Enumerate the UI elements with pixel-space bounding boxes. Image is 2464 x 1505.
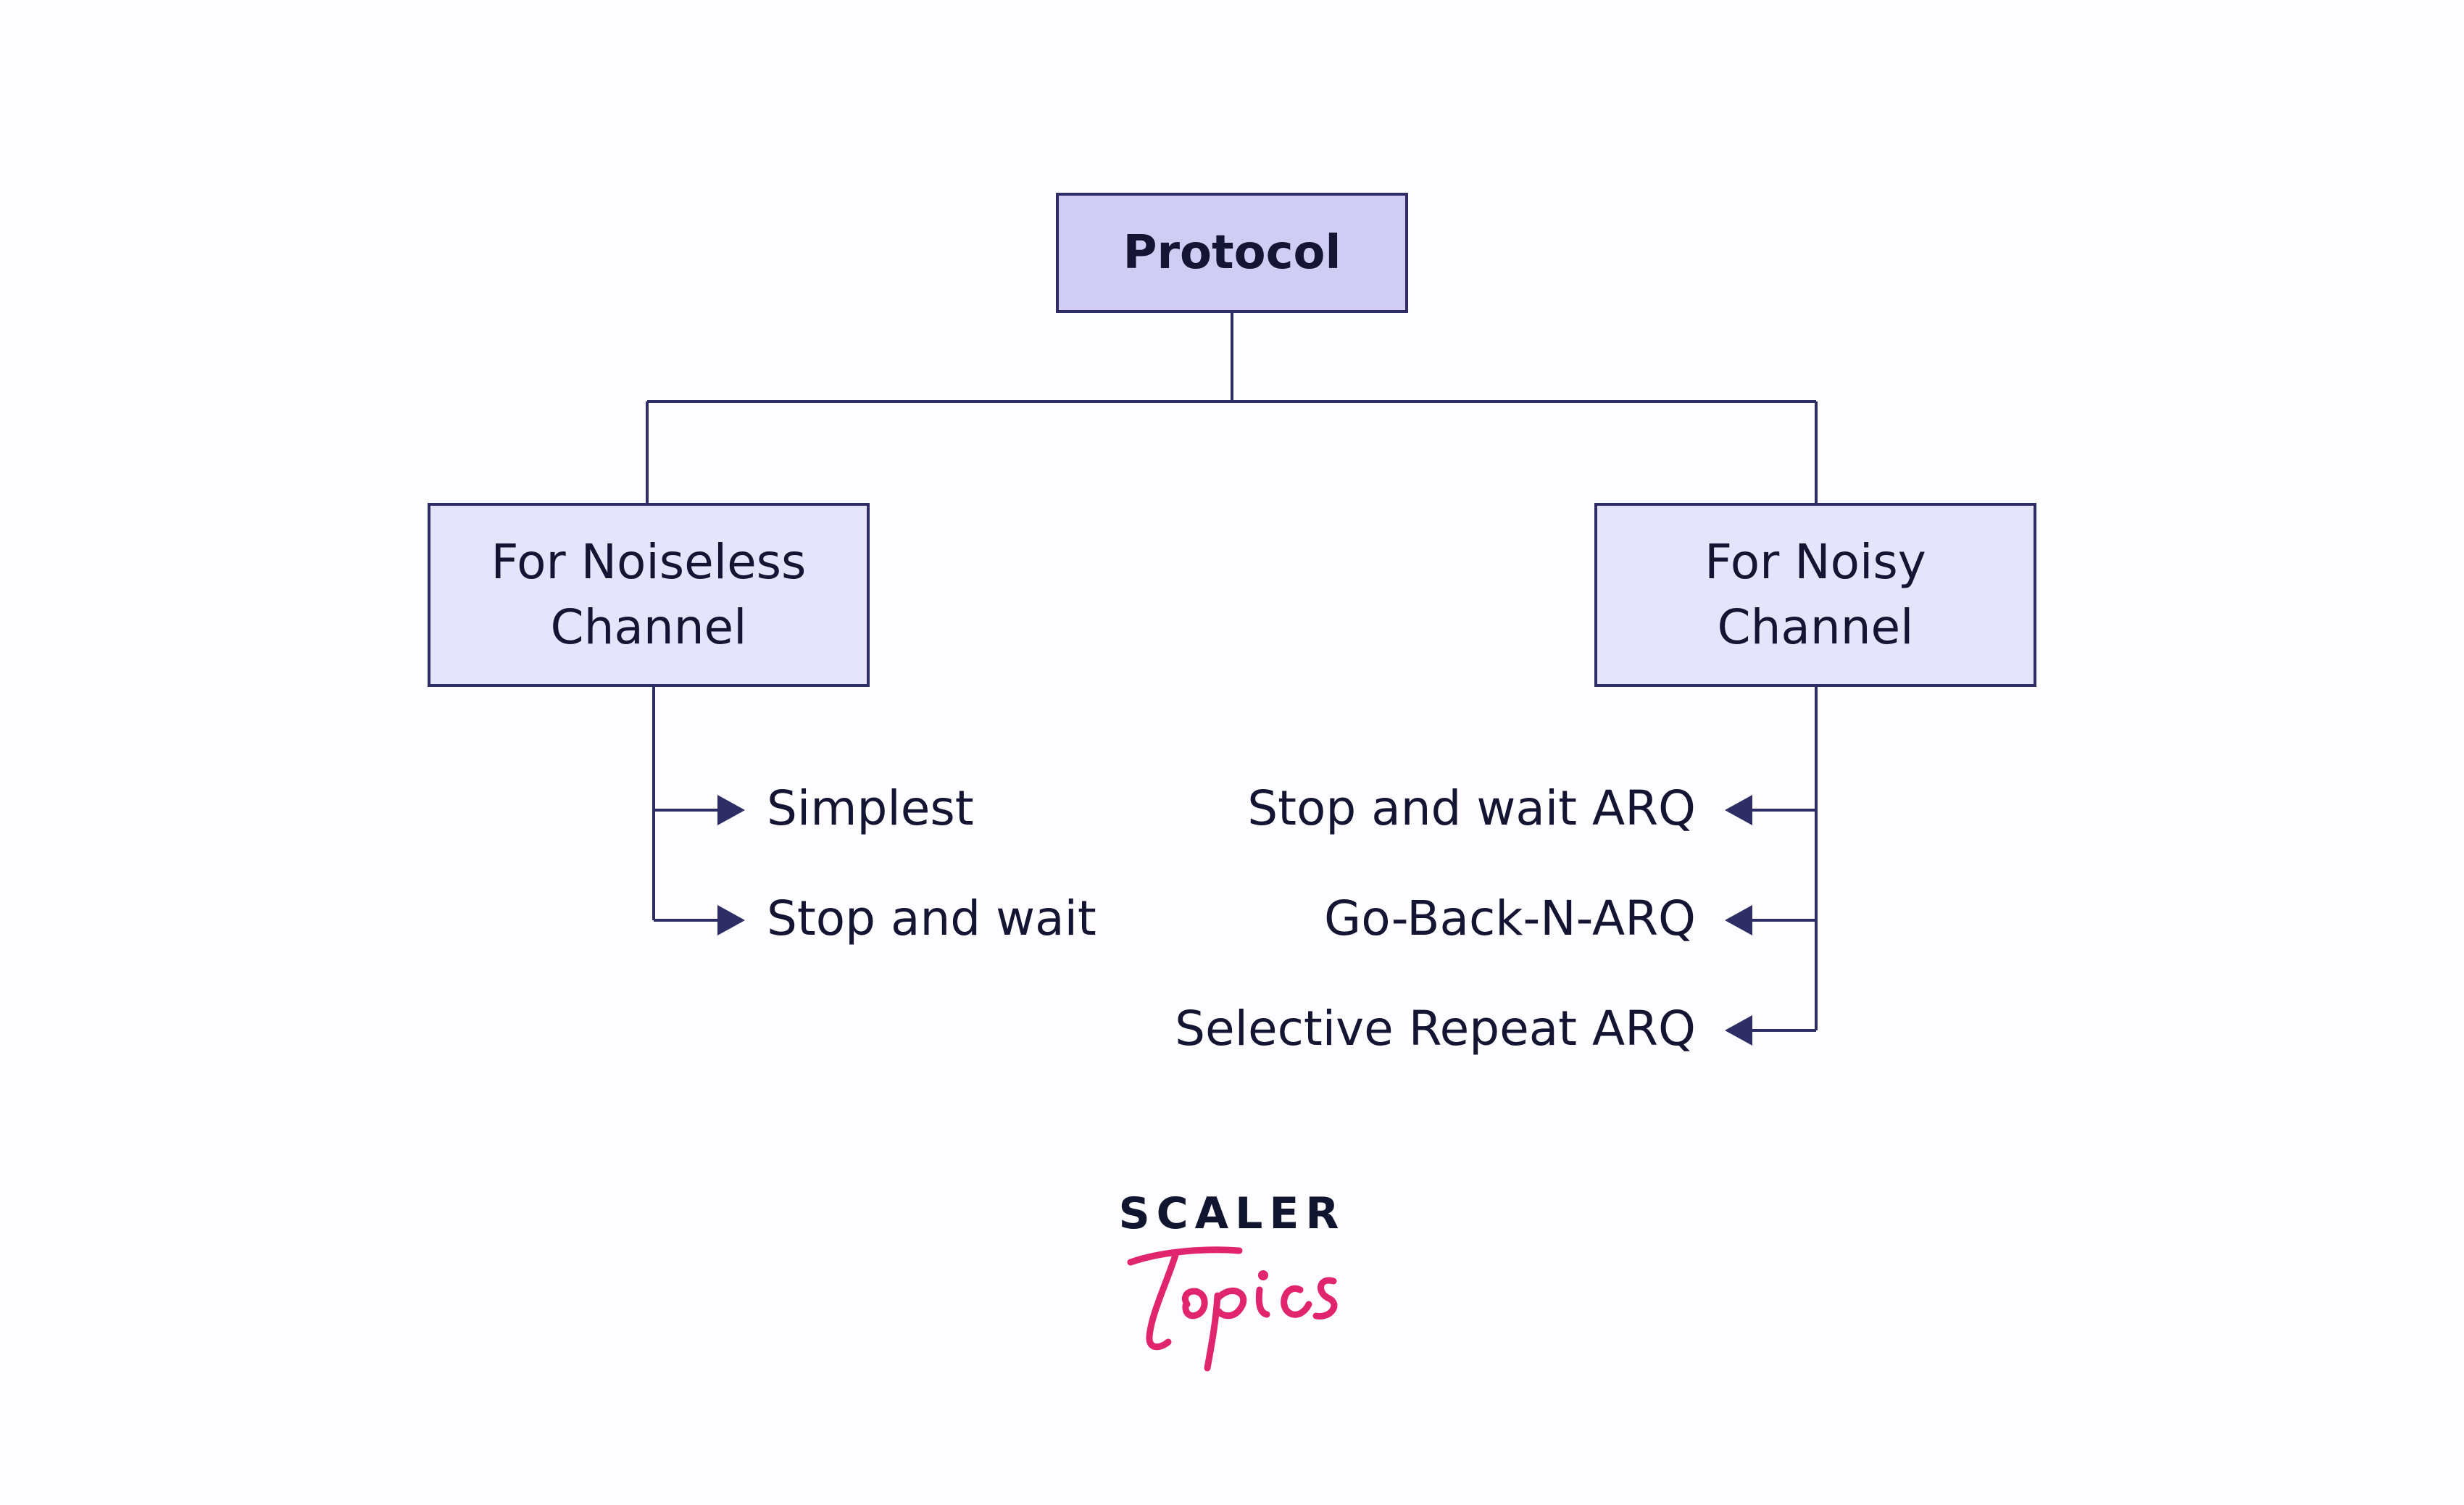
leaf-selective-repeat-arq: Selective Repeat ARQ <box>1175 1001 1696 1056</box>
noisy-channel-label-line-2: Channel <box>1717 599 1914 655</box>
leaf-go-back-n-arq: Go-Back-N-ARQ <box>1324 891 1696 946</box>
logo-topics-script <box>1127 1246 1338 1372</box>
arrowhead-left-icon <box>1725 905 1752 935</box>
leaf-stop-and-wait-arq: Stop and wait ARQ <box>1247 780 1696 836</box>
protocol-node: Protocol <box>1056 193 1408 313</box>
noiseless-channel-node: For Noiseless Channel <box>428 503 870 687</box>
logo-brand-word: SCALER <box>1118 1188 1346 1239</box>
noiseless-channel-label-line-2: Channel <box>550 599 747 655</box>
arrowhead-right-icon <box>717 795 745 825</box>
leaf-stop-and-wait: Stop and wait <box>767 891 1096 946</box>
arrowhead-right-icon <box>717 905 745 935</box>
protocol-node-label: Protocol <box>1123 226 1341 280</box>
arrowhead-left-icon <box>1725 1015 1752 1046</box>
noiseless-channel-label-line-1: For Noiseless <box>491 534 807 590</box>
noisy-channel-label-line-1: For Noisy <box>1705 534 1926 590</box>
leaf-simplest: Simplest <box>767 780 974 836</box>
arrowhead-left-icon <box>1725 795 1752 825</box>
noisy-channel-node: For Noisy Channel <box>1594 503 2036 687</box>
scaler-topics-logo: SCALER <box>1116 1188 1348 1377</box>
